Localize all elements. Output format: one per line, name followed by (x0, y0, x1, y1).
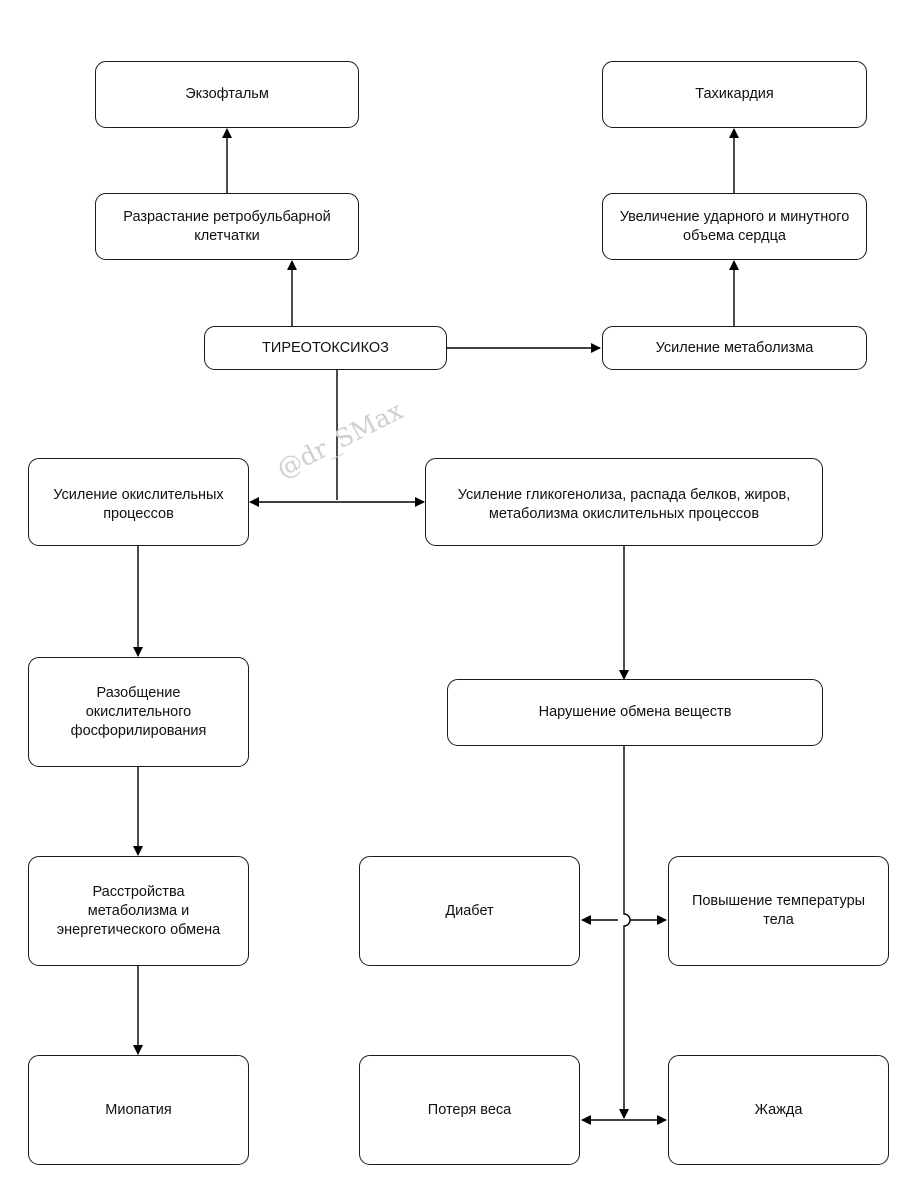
node-label: ТИРЕОТОКСИКОЗ (262, 339, 389, 356)
node-metabolism-up: Усиление метаболизма (602, 326, 867, 370)
node-label: Тахикардия (695, 86, 774, 102)
node-thirst: Жажда (668, 1055, 889, 1165)
node-label: Усиление метаболизма (655, 339, 814, 356)
node-glycogenolysis: Усиление гликогенолиза, распада белков, … (425, 458, 823, 546)
node-label: Экзофтальм (185, 86, 269, 102)
node-label: Усиление окислительных процессов (53, 487, 224, 522)
node-weight-loss: Потеря веса (359, 1055, 580, 1165)
node-label: Усиление гликогенолиза, распада белков, … (457, 487, 791, 522)
node-myopathy: Миопатия (28, 1055, 249, 1165)
node-label: Диабет (445, 902, 494, 919)
node-exophthalmos: Экзофтальм (95, 61, 359, 128)
node-label: Жажда (754, 1101, 803, 1118)
node-retrobulbar: Разрастание ретробульбарной клетчатки (95, 193, 359, 260)
node-label: Повышение температуры тела (691, 893, 866, 928)
node-fever: Повышение температуры тела (668, 856, 889, 966)
node-energy-disorder: Расстройства метаболизма и энергетическо… (28, 856, 249, 966)
node-thyrotoxicosis: ТИРЕОТОКСИКОЗ (204, 326, 447, 370)
node-label: Разобщение окислительного фосфорилирован… (70, 684, 207, 739)
node-tachycardia: Тахикардия (602, 61, 867, 128)
node-uncoupling: Разобщение окислительного фосфорилирован… (28, 657, 249, 767)
node-label: Потеря веса (427, 1101, 512, 1118)
node-metabolic-disorder: Нарушение обмена веществ (447, 679, 823, 746)
node-cardiac-output: Увеличение ударного и минутного объема с… (602, 193, 867, 260)
node-label: Расстройства метаболизма и энергетическо… (56, 883, 221, 938)
node-oxidation-up: Усиление окислительных процессов (28, 458, 249, 546)
node-label: Увеличение ударного и минутного объема с… (619, 208, 850, 244)
node-diabetes: Диабет (359, 856, 580, 966)
arrow-disorder-down (619, 746, 631, 1119)
node-label: Миопатия (105, 1101, 172, 1118)
node-label: Разрастание ретробульбарной клетчатки (123, 208, 331, 244)
node-label: Нарушение обмена веществ (538, 704, 732, 720)
